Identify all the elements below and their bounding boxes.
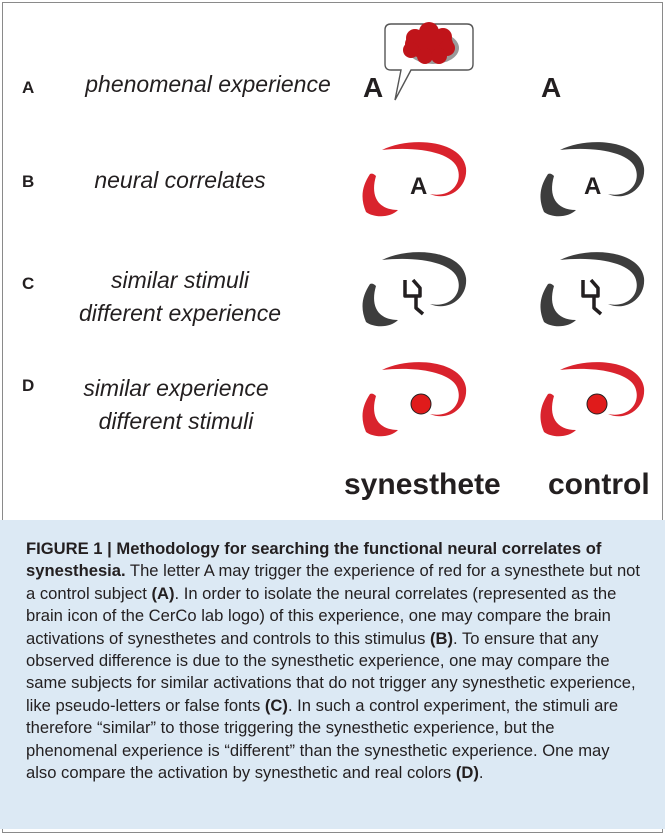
brain-icon-c-synesthete <box>362 252 467 327</box>
pseudo-letter-icon <box>403 278 425 316</box>
caption-ref-b: (B) <box>429 628 454 648</box>
caption-text: FIGURE 1 | Methodology for searching the… <box>0 520 665 784</box>
row-label-c-line2: different experience <box>78 300 281 326</box>
row-letter-b: B <box>22 172 35 191</box>
row-label-b-line1: neural correlates <box>94 167 266 193</box>
thought-bubble-icon <box>384 22 474 101</box>
stimulus-letter-control: A <box>541 72 562 103</box>
caption-ref-a: (A) <box>151 583 175 603</box>
row-letter-c: C <box>22 274 35 293</box>
row-label-d-line2: different stimuli <box>98 408 254 434</box>
caption-ref-d: (D) <box>455 763 479 783</box>
row-label-a-line1: phenomenal experience <box>85 71 331 97</box>
figure-caption: FIGURE 1 | Methodology for searching the… <box>0 520 665 829</box>
row-label-c-line1: similar stimuli <box>111 267 249 293</box>
red-cloud-icon <box>403 22 459 64</box>
brain-icon-b-synesthete: A <box>362 142 467 217</box>
brain-letter-a: A <box>410 173 427 200</box>
row-label-a: phenomenal experience <box>58 68 358 101</box>
stimulus-letter-synesthete: A <box>363 72 384 103</box>
caption-sentence-2: . In order to isolate the neural correla… <box>26 583 617 648</box>
row-letter-a: A <box>22 78 35 97</box>
brain-icon-d-synesthete <box>362 362 467 437</box>
caption-sentence-1: The letter A may trigger the experience … <box>26 561 641 603</box>
row-label-d-line1: similar experience <box>83 375 269 401</box>
brain-icon-b-control: A <box>540 142 645 217</box>
row-label-b: neural correlates <box>30 164 330 197</box>
caption-ref-c: (C) <box>264 695 288 715</box>
column-label-control: control <box>548 468 650 501</box>
row-label-d: similar experience different stimuli <box>26 372 326 438</box>
figure-panel: A B C D phenomenal experience neural cor… <box>22 22 650 501</box>
pseudo-letter-icon <box>581 278 603 316</box>
row-label-c: similar stimuli different experience <box>30 264 330 330</box>
red-dot-icon <box>586 393 608 415</box>
red-dot-icon <box>410 393 432 415</box>
row-letter-d: D <box>22 376 35 395</box>
brain-icon-d-control <box>540 362 645 437</box>
column-label-synesthete: synesthete <box>344 468 501 501</box>
caption-sentence-3: . To ensure that any observed difference… <box>26 628 636 715</box>
brain-letter-a: A <box>584 173 601 200</box>
caption-sentence-4: . In such a control experiment, the stim… <box>26 695 619 783</box>
caption-heading: FIGURE 1 | Methodology for searching the… <box>26 539 602 581</box>
caption-sentence-5: . <box>478 763 484 783</box>
brain-icon-c-control <box>540 252 645 327</box>
